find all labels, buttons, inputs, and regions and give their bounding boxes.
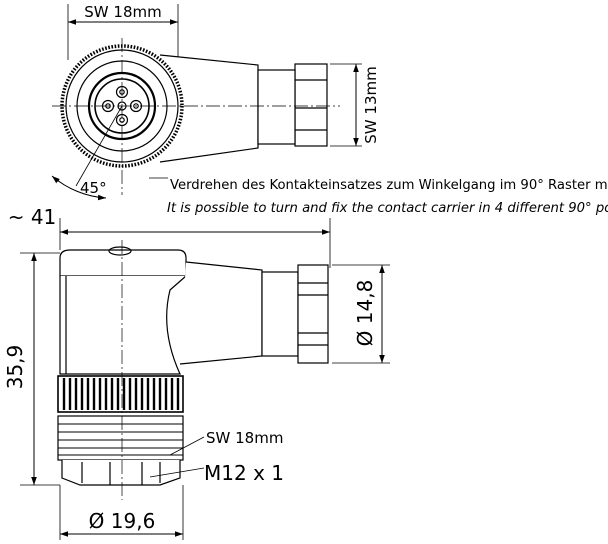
side-thread-end: [61, 460, 181, 486]
thread-leader: [149, 467, 205, 478]
angle-arc: [51, 175, 107, 201]
height-label: 35,9: [3, 345, 27, 390]
top-hex-nut: [294, 63, 328, 147]
cable-dia-label: Ø 14,8: [353, 280, 377, 347]
top-sw-label: SW 18mm: [84, 3, 161, 21]
nut-sw-label: SW 18mm: [206, 429, 283, 447]
angle-label: 45°: [80, 179, 107, 197]
side-housing-head: [59, 249, 187, 277]
side-knurled-ring: [57, 375, 184, 413]
side-cable-body: [261, 271, 299, 357]
side-coupling-nut: [57, 415, 184, 461]
body-dia-label: Ø 19,6: [89, 509, 156, 533]
note-german: Verdrehen des Kontakteinsatzes zum Winke…: [170, 178, 608, 193]
note-english: It is possible to turn and fix the conta…: [167, 201, 608, 216]
length-label: ~ 41: [8, 205, 57, 229]
side-elbow: [179, 261, 263, 365]
side-view: [20, 218, 390, 540]
side-housing-body: [59, 275, 187, 375]
side-sw-label: SW 13mm: [362, 66, 380, 143]
thread-label: M12 x 1: [204, 461, 284, 485]
top-view: [51, 4, 362, 201]
nut-sw-leader: [169, 436, 205, 456]
side-hex-nut: [297, 264, 329, 364]
